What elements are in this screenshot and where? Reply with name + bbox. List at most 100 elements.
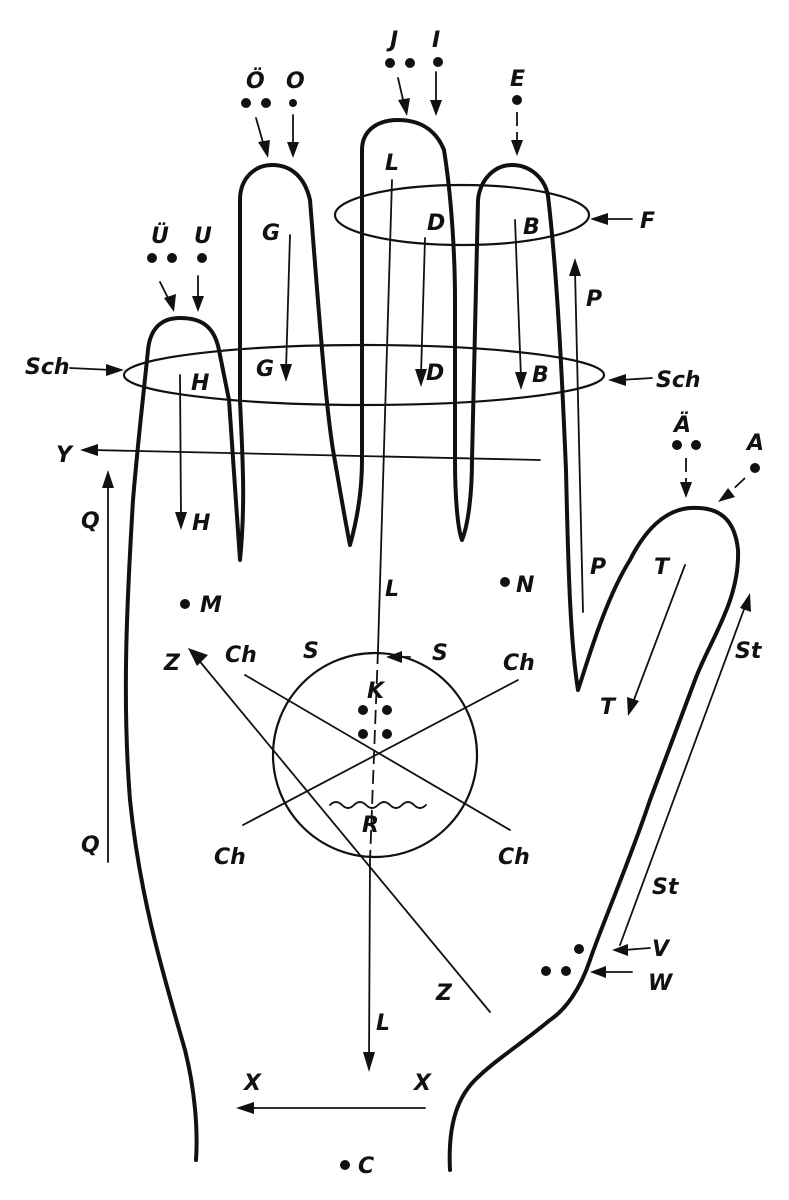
label-w: W [648, 971, 674, 996]
label-d-top: D [427, 211, 445, 236]
o-umlaut-dot-2 [261, 98, 271, 108]
label-s-left: S [303, 639, 319, 664]
q-arrowhead [102, 470, 114, 488]
o-umlaut-arrowhead [258, 140, 270, 158]
l-arrowhead [363, 1052, 375, 1072]
k-dot-4 [382, 729, 392, 739]
j-dot-1 [385, 58, 395, 68]
t-arrowhead [627, 697, 639, 716]
label-h-low: H [192, 511, 210, 536]
z-line [191, 651, 491, 1013]
label-ch-low-right: Ch [498, 845, 530, 870]
d-arrow-line [420, 237, 426, 376]
j-arrowhead [398, 98, 410, 116]
e-arrowhead [511, 140, 523, 156]
label-u-umlaut: Ü [151, 223, 169, 249]
label-j: J [386, 28, 398, 53]
h-arrowhead [175, 512, 187, 530]
i-dot [433, 57, 443, 67]
label-y: Y [56, 443, 74, 468]
v-dot [574, 944, 584, 954]
o-arrowhead [287, 142, 299, 158]
st-arrow-line [619, 603, 747, 946]
p-arrowhead [569, 258, 581, 276]
label-l-mid: L [385, 577, 399, 602]
palm-circle [271, 651, 479, 859]
w-dot-2 [561, 966, 571, 976]
label-l-low: L [376, 1011, 390, 1036]
y-arrow-line [91, 449, 541, 461]
sch-right-arrowhead [608, 374, 626, 386]
label-b-top: B [523, 215, 540, 240]
d-arrowhead [415, 369, 427, 387]
lower-finger-band [122, 343, 606, 407]
upper-finger-band [333, 183, 591, 247]
a-dot [750, 463, 760, 473]
m-dot [180, 599, 190, 609]
label-ch-top-right: Ch [503, 651, 535, 676]
label-m: M [200, 593, 222, 618]
v-arrow-line [623, 947, 651, 951]
label-ch-low-left: Ch [214, 845, 246, 870]
k-dot-3 [358, 729, 368, 739]
label-u: U [194, 224, 212, 249]
label-f: F [640, 209, 655, 234]
p-arrow-line [574, 269, 584, 613]
label-q-low: Q [81, 833, 100, 858]
label-z-low: Z [435, 981, 453, 1006]
sch-left-arrow-line [69, 367, 113, 371]
label-d-mid: D [426, 361, 444, 386]
k-dot-2 [382, 705, 392, 715]
label-sch-left: Sch [25, 355, 70, 380]
i-arrowhead [430, 100, 442, 116]
label-c: C [358, 1154, 374, 1179]
u-umlaut-dot-1 [147, 253, 157, 263]
c-dot [340, 1160, 350, 1170]
l-line-upper [377, 179, 393, 651]
label-l-top: L [385, 151, 399, 176]
label-e: E [510, 67, 525, 92]
label-t-low: T [600, 695, 617, 720]
ch-line-a [244, 674, 511, 831]
w-dot-1 [541, 966, 551, 976]
u-umlaut-dot-2 [167, 253, 177, 263]
h-arrow-line [179, 374, 182, 519]
j-dot-2 [405, 58, 415, 68]
f-arrowhead [590, 213, 608, 225]
label-p-top: P [586, 287, 602, 312]
label-o: O [286, 69, 305, 94]
b-arrowhead [515, 372, 527, 390]
label-o-umlaut: Ö [246, 68, 265, 94]
a-umlaut-dot-2 [691, 440, 701, 450]
label-x-right: X [412, 1071, 432, 1096]
palm-wavy-line [329, 801, 427, 809]
label-s-right: S [432, 641, 448, 666]
label-g-top: G [262, 221, 280, 246]
z-arrowhead [188, 648, 208, 666]
s-arrowhead [386, 651, 402, 663]
a-arrow-line [727, 477, 746, 495]
g-arrow-line [285, 234, 291, 371]
label-ch-top-left: Ch [225, 643, 257, 668]
label-a-umlaut: Ä [672, 412, 691, 438]
label-z-top: Z [163, 651, 181, 676]
label-r: R [362, 813, 379, 838]
label-g-mid: G [256, 357, 274, 382]
label-q-top: Q [81, 509, 100, 534]
label-x-left: X [242, 1071, 262, 1096]
label-k: K [367, 679, 386, 704]
t-arrow-line [631, 564, 686, 706]
label-n: N [516, 573, 534, 598]
u-dot [197, 253, 207, 263]
label-v: V [652, 937, 671, 962]
ch-line-b [242, 679, 519, 826]
st-arrowhead [740, 593, 751, 612]
a-umlaut-arrowhead [680, 482, 692, 498]
v-arrowhead [612, 944, 628, 956]
g-arrowhead [280, 364, 292, 382]
label-t-top: T [654, 555, 671, 580]
hand-outline [123, 118, 741, 1172]
u-arrowhead [192, 296, 204, 312]
